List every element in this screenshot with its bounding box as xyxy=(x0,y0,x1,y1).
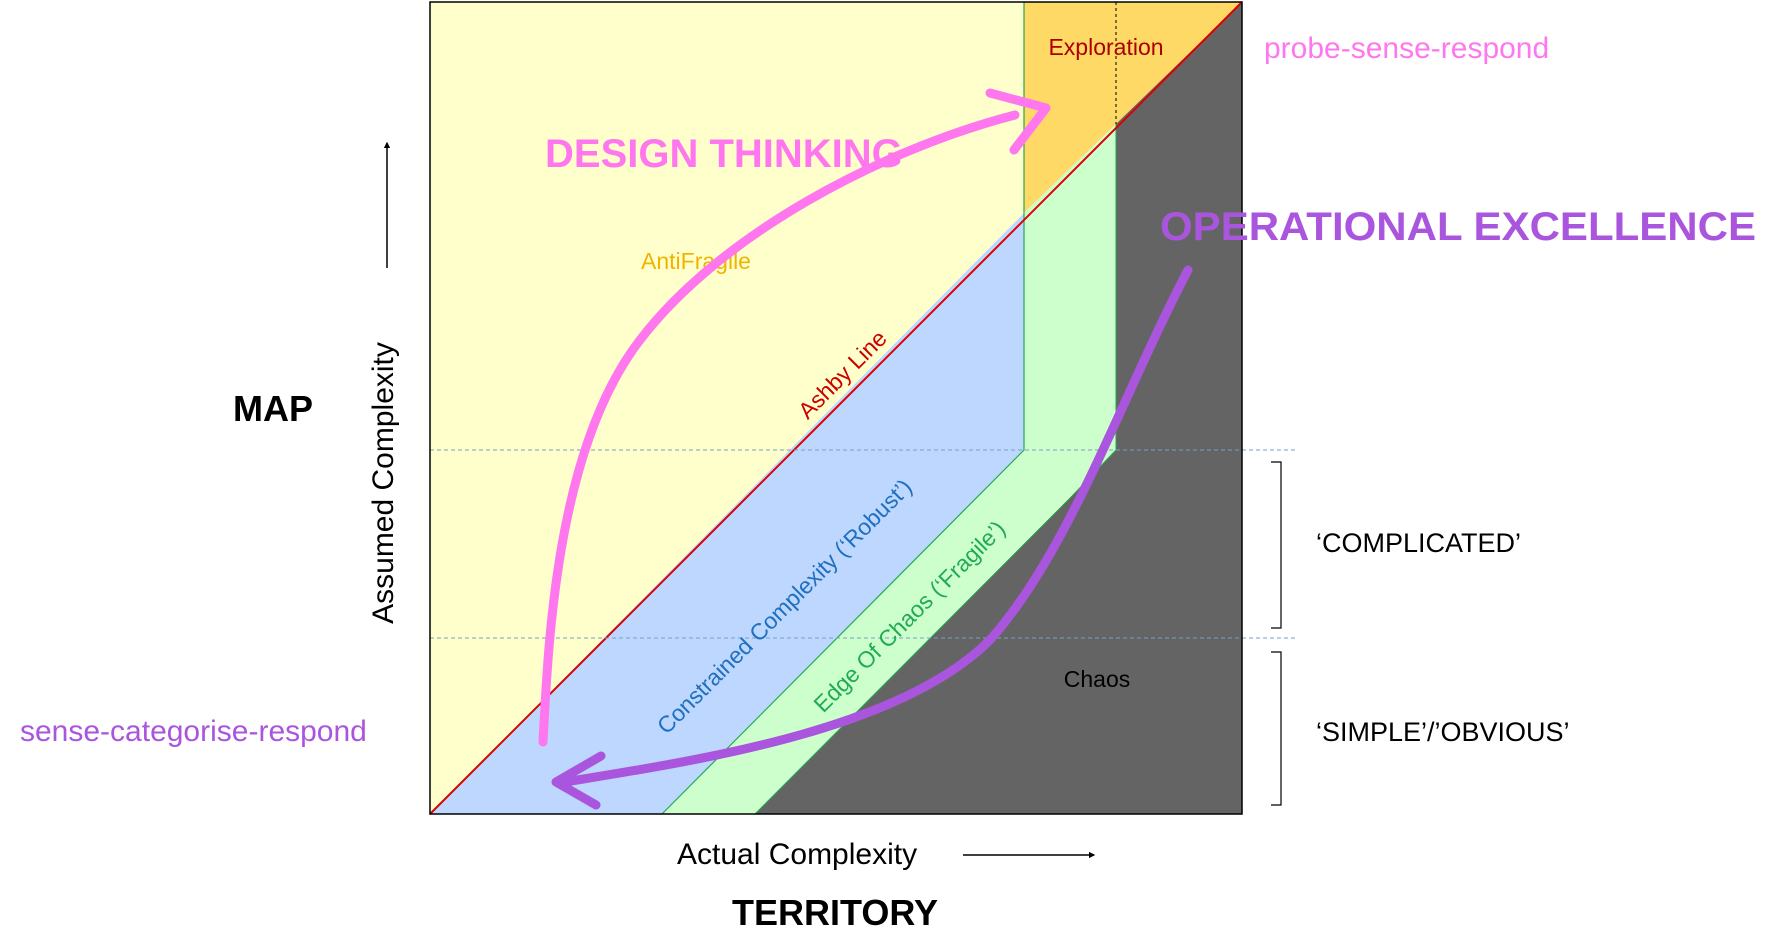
operational-excellence-arrowhead xyxy=(551,751,606,810)
operational-excellence-arrow xyxy=(560,265,1193,787)
chaos-label: Chaos xyxy=(1064,666,1130,692)
exploration-label: Exploration xyxy=(1048,34,1163,60)
assumed-complexity-axis-label: Assumed Complexity xyxy=(367,342,400,624)
constrained-region xyxy=(430,213,1024,814)
actual-complexity-axis-label: Actual Complexity xyxy=(677,838,917,871)
complicated-bracket xyxy=(1271,461,1282,629)
chaos-region xyxy=(755,2,1242,814)
operational-excellence-label: OPERATIONAL EXCELLENCE xyxy=(1160,205,1756,249)
simple-bracket xyxy=(1271,651,1282,806)
edge-of-chaos-region xyxy=(662,124,1116,814)
ashby-line xyxy=(429,1,1243,815)
simple-domain-label: ‘SIMPLE’/’OBVIOUS’ xyxy=(1316,717,1570,747)
design-thinking-label: DESIGN THINKING xyxy=(545,132,903,176)
sense-categorise-respond-label: sense-categorise-respond xyxy=(20,715,367,748)
design-thinking-arrowhead xyxy=(985,88,1051,155)
edge-boundary-line xyxy=(661,2,1025,815)
plot-border xyxy=(429,1,1243,815)
design-thinking-arrow xyxy=(538,110,1020,747)
probe-sense-respond-label: probe-sense-respond xyxy=(1264,32,1549,65)
territory-axis-title: TERRITORY xyxy=(732,892,938,933)
map-axis-title: MAP xyxy=(233,388,313,429)
exploration-region xyxy=(1024,2,1242,213)
complicated-domain-label: ‘COMPLICATED’ xyxy=(1316,528,1521,558)
